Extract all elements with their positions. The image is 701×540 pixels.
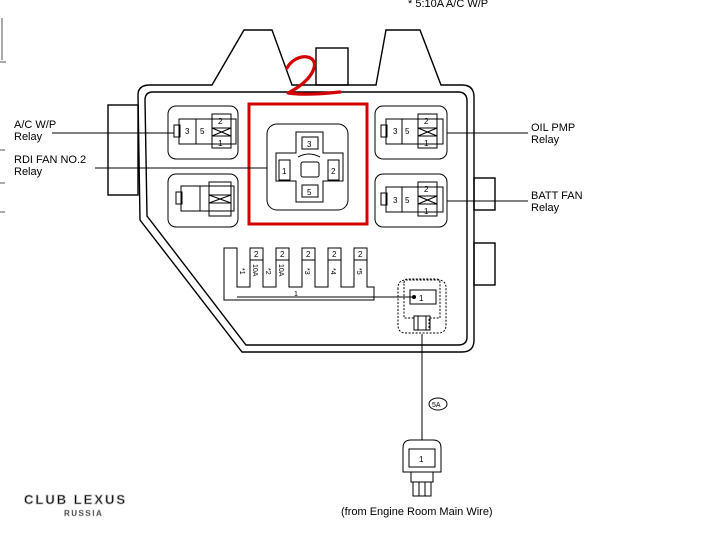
fuse-label: 10A <box>277 264 284 277</box>
fuse-bus-pin: 1 <box>294 291 298 298</box>
header-note: * 5:10A A/C W/P <box>408 0 488 10</box>
ac-wp-pin-middle: 5 <box>200 127 205 136</box>
highlight-box <box>247 102 369 226</box>
watermark-logo: CLUB LEXUS RUSSIA <box>24 492 127 519</box>
rdi-pin-top: 3 <box>307 140 312 149</box>
leader-lines <box>52 132 528 202</box>
bottom-connector <box>402 439 442 497</box>
label-rdi-fan-line2: Relay <box>14 166 43 178</box>
fuse-label: *3 <box>303 268 310 275</box>
bus-junction-dot <box>412 295 416 299</box>
rdi-pin-right: 2 <box>331 167 336 176</box>
fuse-label: *1 <box>238 268 245 275</box>
connector-code: 5A <box>432 402 441 409</box>
label-ac-wp-line1: A/C W/P <box>14 119 56 131</box>
rdi-pin-bottom: 5 <box>307 188 312 197</box>
fuse-top-number: 2 <box>306 250 311 259</box>
label-ac-wp-line2: Relay <box>14 131 43 143</box>
oil-pmp-pin-bottom: 1 <box>424 139 429 148</box>
fuse-top-number: 2 <box>254 250 259 259</box>
fuse-label: *5 <box>355 268 362 275</box>
batt-fan-pin-top: 2 <box>424 185 429 194</box>
relay-rdi-fan <box>266 123 349 211</box>
label-batt-fan-line2: Relay <box>531 202 560 214</box>
label-batt-fan-line1: BATT FAN <box>531 190 583 202</box>
batt-fan-pin-middle: 5 <box>405 196 410 205</box>
oil-pmp-pin-middle: 5 <box>405 127 410 136</box>
relay-oil-pmp <box>374 105 448 160</box>
relay-batt-fan <box>374 173 448 228</box>
batt-fan-pin-left: 3 <box>393 196 398 205</box>
left-edge-artifacts <box>0 18 6 213</box>
block-housing <box>107 29 496 353</box>
watermark-line2: RUSSIA <box>64 509 103 518</box>
fuse-top-number: 2 <box>332 250 337 259</box>
label-oil-pmp-line1: OIL PMP <box>531 122 575 134</box>
oil-pmp-pin-top: 2 <box>424 117 429 126</box>
connector-code-oval <box>428 397 448 411</box>
fuse-label: 10A <box>251 264 258 277</box>
fuse-label: *2 <box>264 268 271 275</box>
block-connector-pin: 1 <box>419 294 424 303</box>
ac-wp-pin-top: 2 <box>218 117 223 126</box>
fuse-label: *4 <box>329 268 336 275</box>
rdi-pin-left: 1 <box>282 167 287 176</box>
relay-socket-spare <box>167 173 239 228</box>
label-rdi-fan-line1: RDI FAN NO.2 <box>14 154 86 166</box>
red-annotation-stroke <box>285 55 342 96</box>
ac-wp-pin-left: 3 <box>185 127 190 136</box>
ac-wp-pin-bottom: 1 <box>218 139 223 148</box>
fuse-top-number: 2 <box>280 250 285 259</box>
watermark-line1: CLUB LEXUS <box>24 492 127 507</box>
batt-fan-pin-bottom: 1 <box>424 207 429 216</box>
fuse-block <box>223 247 375 301</box>
fuse-top-number: 2 <box>358 250 363 259</box>
label-oil-pmp-line2: Relay <box>531 134 560 146</box>
block-connector <box>397 278 447 334</box>
bottom-connector-pin: 1 <box>419 455 424 464</box>
bottom-caption: (from Engine Room Main Wire) <box>341 506 493 518</box>
oil-pmp-pin-left: 3 <box>393 127 398 136</box>
